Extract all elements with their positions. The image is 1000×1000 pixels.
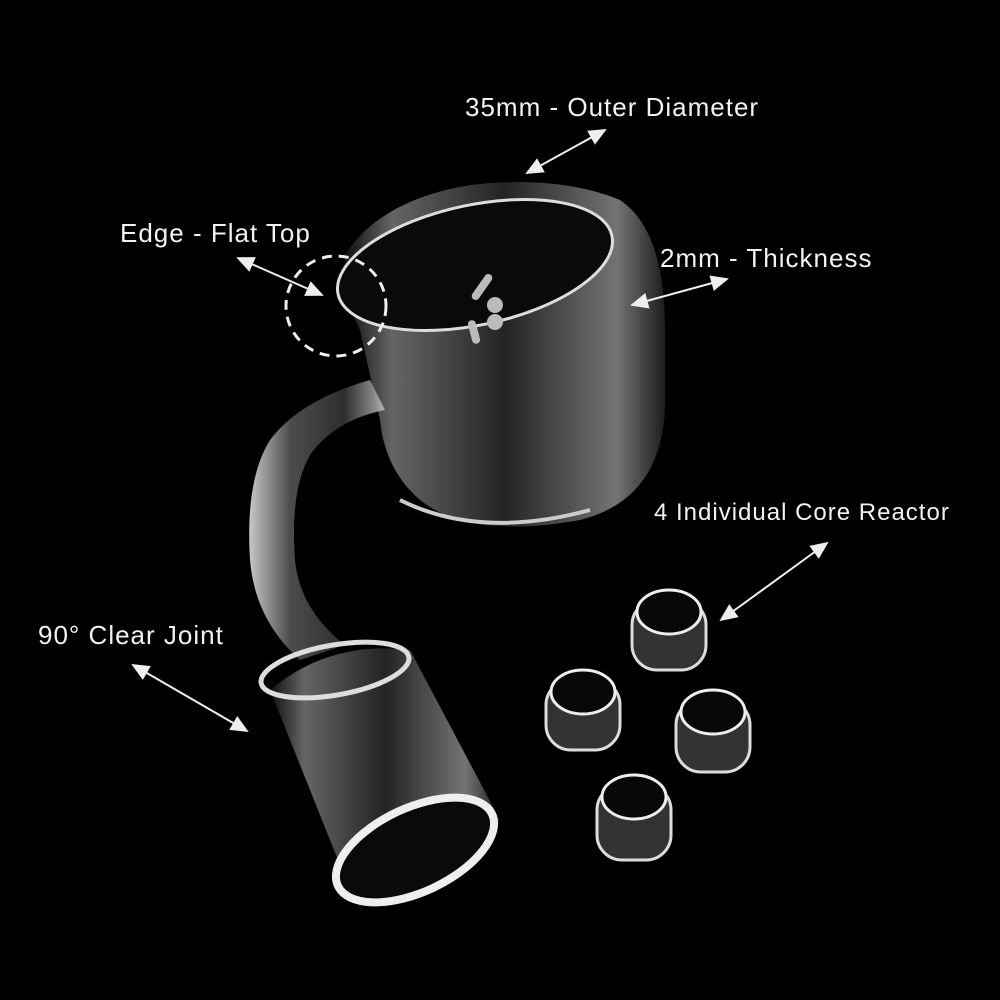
core-reactor-3 <box>674 688 752 774</box>
label-core-reactor: 4 Individual Core Reactor <box>654 499 950 526</box>
arrow-outer-diameter-icon <box>525 129 607 174</box>
bucket <box>335 182 665 527</box>
arrow-joint-icon <box>131 663 249 733</box>
label-thickness: 2mm - Thickness <box>660 243 873 273</box>
flat-top-highlight-circle <box>284 254 388 358</box>
arrow-core-reactor-icon <box>719 541 829 622</box>
joint <box>258 639 500 907</box>
label-flat-top: Edge - Flat Top <box>120 218 311 248</box>
core-reactor-1 <box>630 588 708 672</box>
core-reactor-4 <box>595 773 673 862</box>
arrow-flat-top-icon <box>236 257 324 296</box>
arrow-thickness-icon <box>630 275 729 309</box>
neck-tube <box>249 380 385 660</box>
label-outer-diameter: 35mm - Outer Diameter <box>465 92 760 122</box>
logo-icon <box>467 273 503 344</box>
label-joint: 90° Clear Joint <box>38 620 224 650</box>
core-reactor-2 <box>544 668 622 752</box>
core-reactors <box>544 588 752 862</box>
